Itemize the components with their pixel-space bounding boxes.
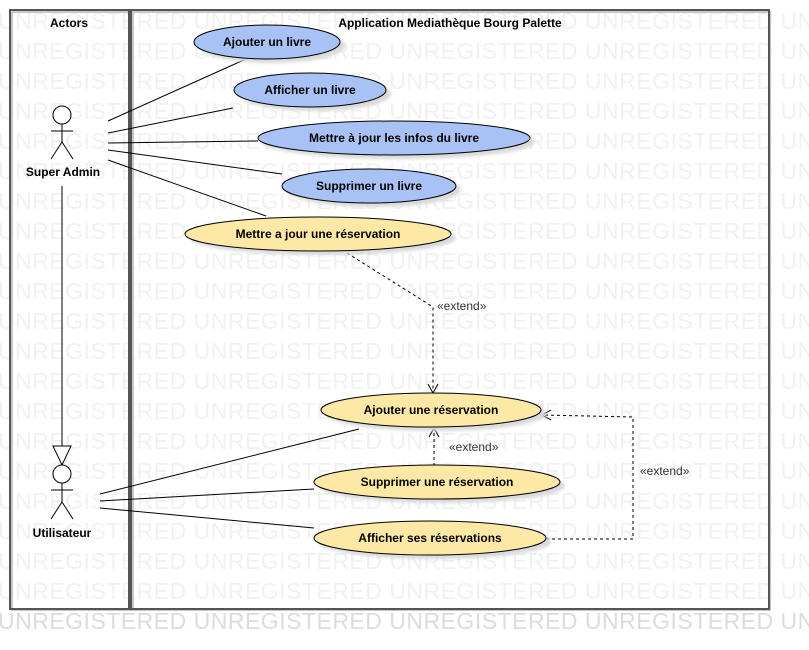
stick-figure-icon — [50, 105, 74, 160]
use-case-label: Supprimer un livre — [316, 179, 422, 193]
use-case-label: Afficher ses réservations — [358, 531, 502, 545]
actor-label-utilisateur: Utilisateur — [33, 526, 92, 540]
stick-figure-icon — [50, 464, 74, 520]
extend-line-maj — [346, 252, 434, 392]
actor-label-super-admin: Super Admin — [26, 165, 100, 179]
extend-label-3: «extend» — [640, 464, 690, 478]
use-case-label: Afficher un livre — [264, 83, 356, 97]
assoc-maj-infos-livre — [107, 140, 259, 144]
generalization-arrow — [52, 186, 72, 467]
use-case-supprimer-reservation[interactable]: Supprimer une réservation — [313, 464, 565, 503]
assoc-afficher-reservations — [99, 507, 315, 529]
use-case-maj-reservation[interactable]: Mettre a jour une réservation — [184, 216, 456, 255]
extend-label-2: «extend» — [449, 440, 499, 454]
assoc-ajouter-livre — [107, 58, 247, 122]
actors-panel: Actors — [9, 9, 132, 611]
use-case-label: Ajouter un livre — [223, 35, 311, 49]
extend-relations: «extend» «extend» «extend» — [346, 252, 690, 540]
extend-label-1: «extend» — [437, 299, 487, 313]
assoc-supprimer-livre — [107, 149, 283, 175]
assoc-afficher-livre — [107, 107, 234, 134]
use-case-label: Ajouter une réservation — [364, 403, 499, 417]
system-boundary: Application Mediathèque Bourg Palette — [130, 9, 771, 611]
assoc-supprimer-reservation — [99, 488, 315, 502]
utilisateur-associations — [99, 428, 360, 529]
use-case-ajouter-livre[interactable]: Ajouter un livre — [193, 24, 345, 63]
assoc-ajouter-reservation — [99, 428, 360, 495]
extend-line-afficher — [541, 414, 634, 540]
use-case-maj-infos-livre[interactable]: Mettre à jour les infos du livre — [257, 120, 535, 159]
use-case-afficher-reservations[interactable]: Afficher ses réservations — [313, 520, 551, 559]
actor-utilisateur[interactable]: Utilisateur — [33, 464, 92, 540]
use-case-ajouter-reservation[interactable]: Ajouter une réservation — [320, 392, 546, 431]
use-case-afficher-livre[interactable]: Afficher un livre — [233, 72, 391, 111]
use-case-supprimer-livre[interactable]: Supprimer un livre — [281, 168, 461, 207]
actors-panel-title: Actors — [50, 16, 88, 30]
assoc-maj-reservation — [107, 159, 267, 217]
actor-super-admin[interactable]: Super Admin — [26, 105, 100, 179]
use-case-label: Supprimer une réservation — [361, 475, 514, 489]
use-case-label: Mettre à jour les infos du livre — [309, 131, 479, 145]
system-title: Application Mediathèque Bourg Palette — [338, 16, 562, 30]
super-admin-associations — [107, 58, 283, 217]
use-case-label: Mettre a jour une réservation — [236, 227, 401, 241]
